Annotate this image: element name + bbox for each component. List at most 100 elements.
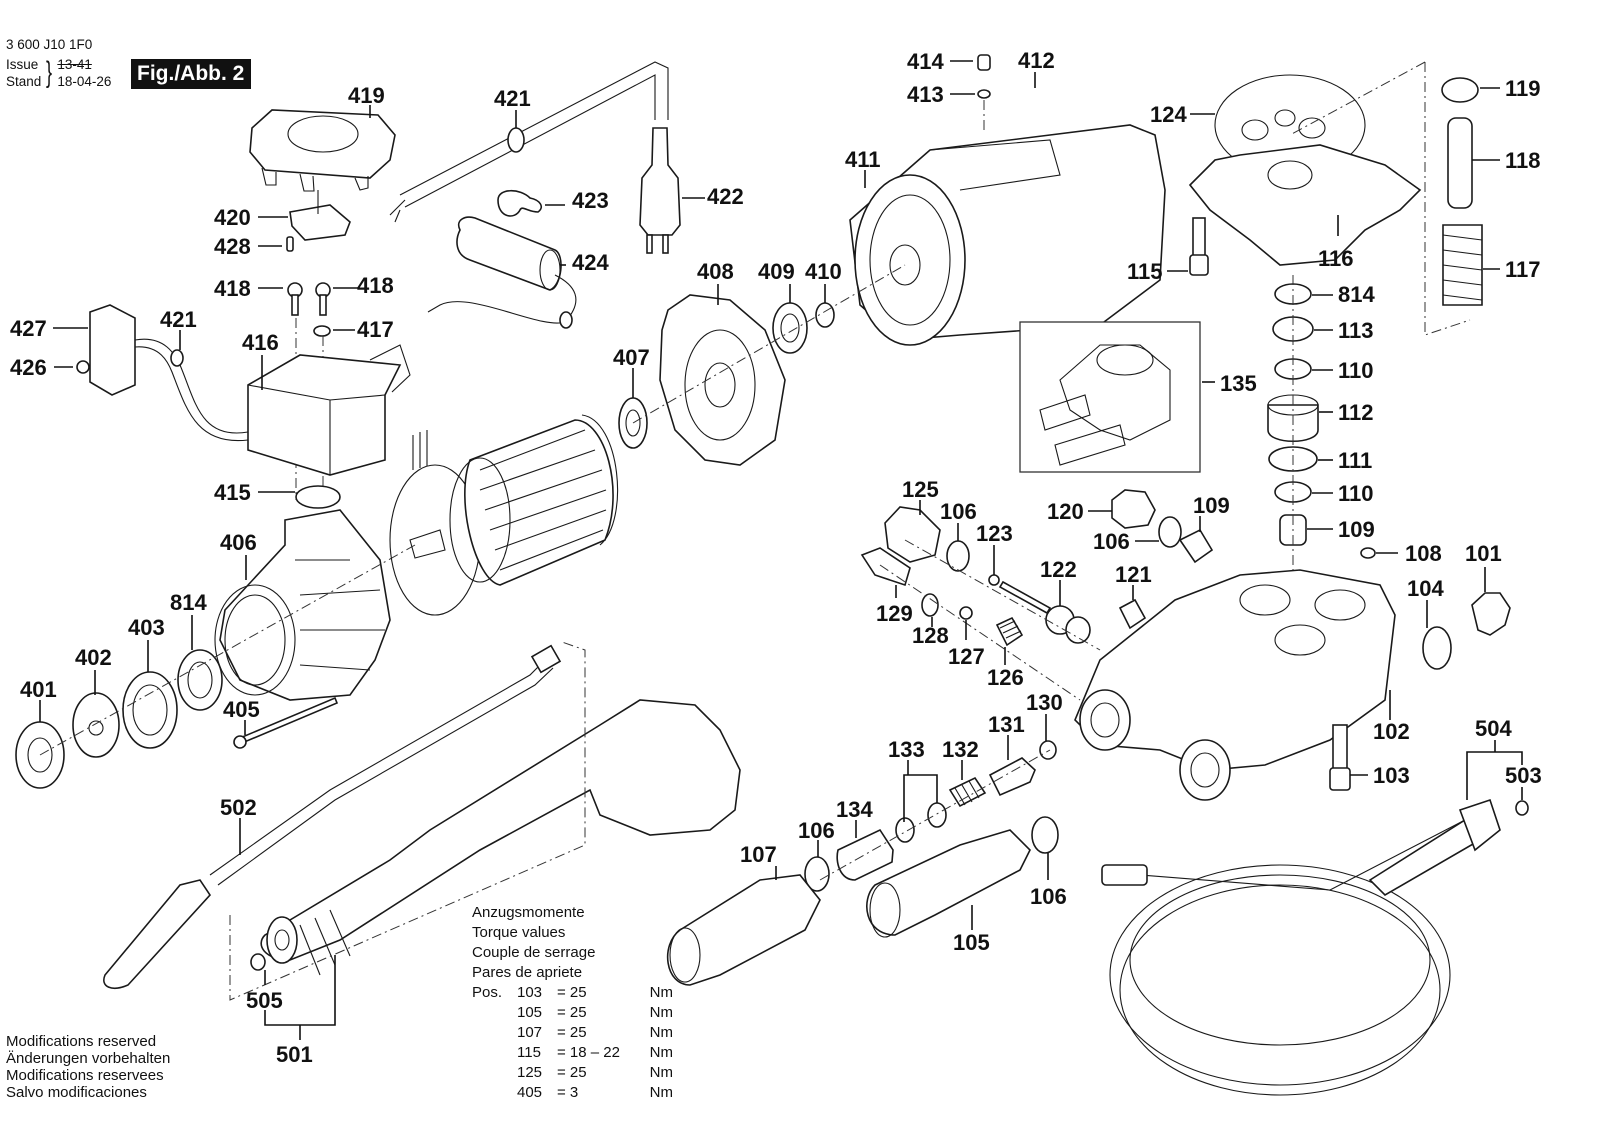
callout-417: 417 xyxy=(357,317,394,342)
callout-415: 415 xyxy=(214,480,251,505)
part-128-ring xyxy=(921,593,939,617)
part-131-valve-body xyxy=(988,757,1036,797)
torque-unit: Nm xyxy=(649,1024,673,1041)
callout-110: 110 xyxy=(1338,481,1374,506)
stand-label: Stand xyxy=(6,74,42,89)
callout-505: 505 xyxy=(246,988,283,1013)
part-109-valve xyxy=(1178,528,1214,564)
part-504-hose xyxy=(1101,798,1501,1096)
torque-title-en: Torque values xyxy=(472,924,566,941)
torque-value: = 25 xyxy=(557,1064,587,1081)
part-503-ring xyxy=(1515,800,1529,816)
callout-112: 112 xyxy=(1338,400,1374,425)
part-104-seal xyxy=(1422,626,1452,670)
part-102-pump-body xyxy=(1074,569,1396,801)
motor-rotor-stator xyxy=(389,414,619,616)
issue-labels: Issue Stand xyxy=(6,56,41,90)
torque-title-de: Anzugsmomente xyxy=(472,904,585,921)
callout-427: 427 xyxy=(10,316,47,341)
callout-421: 421 xyxy=(494,86,531,111)
part-133-rings xyxy=(895,802,947,843)
part-135-pump-assembly-inset xyxy=(1019,321,1201,473)
part-423-clip xyxy=(497,189,542,217)
torque-position: 103 xyxy=(517,984,543,1001)
part-418-screws xyxy=(287,282,331,316)
callout-814: 814 xyxy=(170,590,207,615)
part-118-piston xyxy=(1447,117,1473,209)
part-106-ring-b xyxy=(1158,516,1182,548)
callout-132: 132 xyxy=(942,737,979,762)
part-117-spring xyxy=(1442,224,1483,306)
callout-424: 424 xyxy=(572,250,609,275)
callout-127: 127 xyxy=(948,644,985,669)
callout-503: 503 xyxy=(1505,763,1542,788)
part-122-piston xyxy=(998,580,1091,644)
part-415-oring xyxy=(295,485,341,509)
callout-labels: 419 420 428 418 418 417 416 427 426 421 … xyxy=(10,48,1542,1067)
part-134-valve-seat xyxy=(836,828,894,881)
torque-row: 105 = 25 Nm xyxy=(472,1003,673,1023)
disclaimer-es: Salvo modificaciones xyxy=(6,1084,147,1101)
callout-104: 104 xyxy=(1407,576,1444,601)
part-126-spring xyxy=(995,616,1024,647)
callout-leaders xyxy=(39,60,1523,1040)
callout-408: 408 xyxy=(697,259,734,284)
callout-133: 133 xyxy=(888,737,925,762)
callout-129: 129 xyxy=(876,601,913,626)
callout-125: 125 xyxy=(902,477,939,502)
part-106-ring-d xyxy=(1031,816,1059,854)
switch-cable xyxy=(134,338,249,434)
callout-116: 116 xyxy=(1318,246,1354,271)
part-119-cap xyxy=(1441,77,1479,103)
torque-pos-label: Pos. xyxy=(472,984,503,1001)
torque-row: 115 = 18 – 22 Nm xyxy=(472,1043,673,1063)
part-413-414-screw-washer xyxy=(977,54,991,130)
callout-420: 420 xyxy=(214,205,251,230)
callout-126: 126 xyxy=(987,665,1024,690)
callout-413: 413 xyxy=(907,82,944,107)
callout-109: 109 xyxy=(1193,493,1230,518)
torque-position: 125 xyxy=(517,1064,543,1081)
callout-403: 403 xyxy=(128,615,165,640)
callout-120: 120 xyxy=(1047,499,1084,524)
part-106-ring-a xyxy=(946,540,970,572)
disclaimer-de: Änderungen vorbehalten xyxy=(6,1050,171,1067)
torque-unit: Nm xyxy=(649,1004,673,1021)
callout-106: 106 xyxy=(940,499,977,524)
part-115-screw xyxy=(1189,217,1209,276)
callout-113: 113 xyxy=(1338,318,1374,343)
callout-422: 422 xyxy=(707,184,744,209)
callout-106: 106 xyxy=(1093,529,1130,554)
callout-134: 134 xyxy=(836,797,873,822)
callout-426: 426 xyxy=(10,355,47,380)
part-127-ball xyxy=(959,606,973,620)
issue-label: Issue xyxy=(6,57,39,72)
callout-416: 416 xyxy=(242,330,279,355)
torque-value: = 3 xyxy=(557,1084,579,1101)
torque-row: 125 = 25 Nm xyxy=(472,1063,673,1083)
part-416-switch-box xyxy=(247,344,411,476)
callout-103: 103 xyxy=(1373,763,1410,788)
part-108-oring xyxy=(1360,547,1376,559)
callout-111: 111 xyxy=(1338,448,1372,473)
document-number: 3 600 J10 1F0 xyxy=(6,37,93,52)
torque-position: 405 xyxy=(517,1084,543,1101)
part-120-plug xyxy=(1111,489,1156,529)
part-406-pump-housing xyxy=(214,509,391,701)
part-116-cylinder-head xyxy=(1188,109,1422,266)
part-501-spray-gun xyxy=(260,699,741,976)
disclaimer-en: Modifications reserved xyxy=(6,1033,157,1050)
torque-value: = 25 xyxy=(557,1004,587,1021)
part-129-nipple xyxy=(860,547,911,587)
callout-128: 128 xyxy=(912,623,949,648)
torque-value: = 25 xyxy=(557,984,587,1001)
callout-106: 106 xyxy=(798,818,835,843)
torque-position: 105 xyxy=(517,1004,543,1021)
part-403-bearing xyxy=(122,671,178,749)
torque-position: 107 xyxy=(517,1024,543,1041)
callout-410: 410 xyxy=(805,259,842,284)
torque-title-es: Pares de apriete xyxy=(472,964,583,981)
callout-119: 119 xyxy=(1505,76,1541,101)
part-125-fitting xyxy=(884,506,941,563)
